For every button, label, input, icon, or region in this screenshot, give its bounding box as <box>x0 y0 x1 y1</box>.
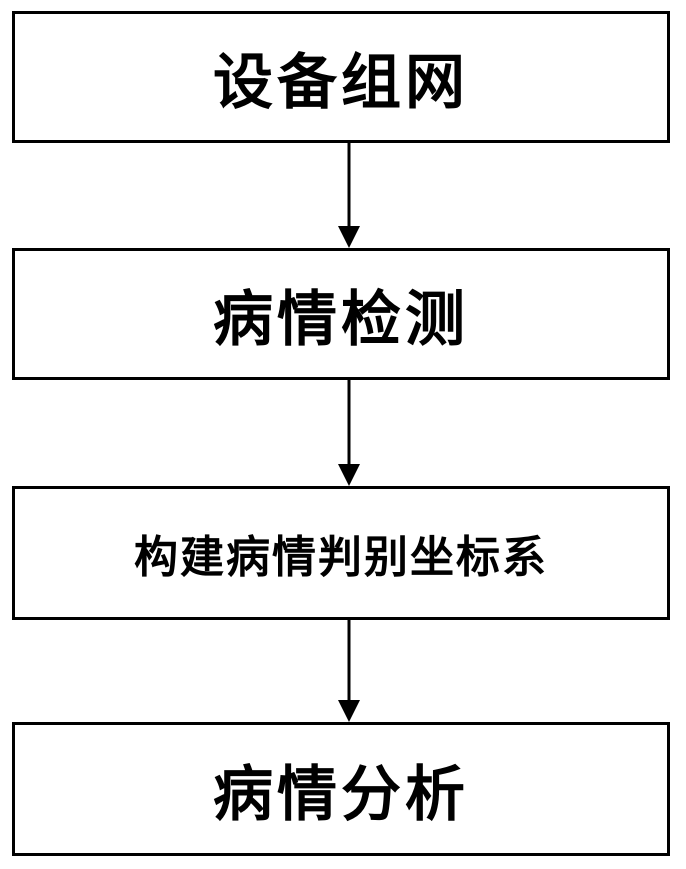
step-label: 构建病情判别坐标系 <box>134 521 548 585</box>
step-build-coordinate-system: 构建病情判别坐标系 <box>12 486 670 620</box>
arrow-3-to-4 <box>338 620 360 722</box>
arrow-2-to-3 <box>338 380 360 486</box>
step-label: 设备组网 <box>213 34 469 121</box>
arrow-1-to-2 <box>338 143 360 248</box>
step-label: 病情检测 <box>213 271 469 358</box>
step-condition-detection: 病情检测 <box>12 248 670 380</box>
step-label: 病情分析 <box>213 746 469 833</box>
step-device-networking: 设备组网 <box>12 11 670 143</box>
step-condition-analysis: 病情分析 <box>12 722 670 856</box>
